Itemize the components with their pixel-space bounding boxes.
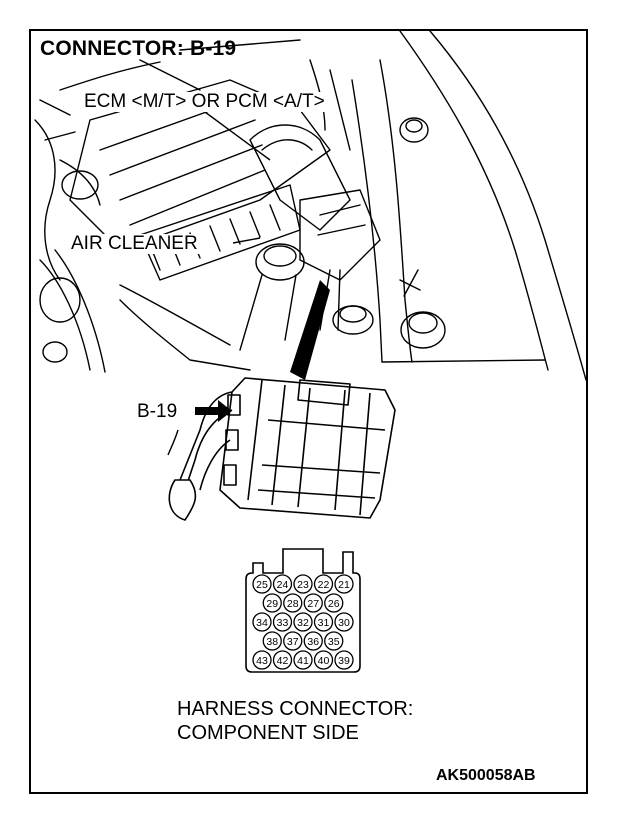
pin-label-40: 40 bbox=[318, 655, 330, 667]
pin-label-43: 43 bbox=[256, 655, 268, 667]
pin-40 bbox=[313, 650, 334, 670]
pin-label-21: 21 bbox=[338, 579, 350, 591]
pin-label-36: 36 bbox=[307, 636, 319, 648]
pin-34 bbox=[252, 612, 272, 632]
pin-label-42: 42 bbox=[277, 655, 289, 667]
pin-30 bbox=[334, 612, 354, 632]
pin-label-35: 35 bbox=[328, 636, 340, 648]
diagram-title: CONNECTOR: B-19 bbox=[40, 37, 237, 60]
pin-25 bbox=[252, 574, 272, 594]
pin-label-23: 23 bbox=[297, 579, 309, 591]
pin-23 bbox=[293, 574, 313, 594]
pin-37 bbox=[283, 631, 303, 651]
pin-29 bbox=[262, 593, 282, 613]
pin-24 bbox=[272, 574, 293, 594]
harness-line-1: HARNESS CONNECTOR: bbox=[177, 698, 414, 720]
connector-pins: 25 24 23 22 21 29 28 27 26 34 33 32 31 30 38 37 36 35 43 42… bbox=[252, 574, 354, 670]
pin-label-25: 25 bbox=[256, 579, 268, 591]
pin-label-29: 29 bbox=[266, 598, 278, 610]
pin-33 bbox=[272, 612, 293, 632]
pin-label-39: 39 bbox=[338, 655, 350, 667]
pin-label-33: 33 bbox=[277, 617, 289, 629]
pin-label-32: 32 bbox=[297, 617, 309, 629]
pin-26 bbox=[324, 593, 344, 613]
harness-caption: HARNESS CONNECTOR: COMPONENT SIDE bbox=[177, 697, 413, 745]
pin-38 bbox=[262, 631, 282, 651]
pin-label-27: 27 bbox=[307, 598, 319, 610]
pin-label-22: 22 bbox=[318, 579, 330, 591]
pin-label-34: 34 bbox=[256, 617, 268, 629]
figure-code: AK500058AB bbox=[436, 767, 536, 784]
pin-label-24: 24 bbox=[277, 579, 289, 591]
harness-line-2: COMPONENT SIDE bbox=[177, 722, 359, 744]
pin-label-41: 41 bbox=[297, 655, 309, 667]
air-cleaner-label: AIR CLEANER bbox=[69, 233, 200, 254]
pin-32 bbox=[293, 612, 313, 632]
b19-label: B-19 bbox=[137, 401, 178, 422]
pin-39 bbox=[334, 650, 354, 670]
pin-28 bbox=[283, 593, 303, 613]
pin-21 bbox=[334, 574, 354, 594]
pin-36 bbox=[303, 631, 323, 651]
pin-41 bbox=[293, 650, 313, 670]
pin-label-28: 28 bbox=[287, 598, 299, 610]
ecm-label: ECM <M/T> OR PCM <A/T> bbox=[82, 91, 327, 112]
pin-35 bbox=[324, 631, 344, 651]
pin-label-37: 37 bbox=[287, 636, 299, 648]
pin-label-26: 26 bbox=[328, 598, 340, 610]
pin-label-38: 38 bbox=[266, 636, 278, 648]
pin-label-30: 30 bbox=[338, 617, 350, 629]
pin-27 bbox=[303, 593, 323, 613]
pin-43 bbox=[252, 650, 272, 670]
pin-label-31: 31 bbox=[318, 617, 330, 629]
pin-42 bbox=[272, 650, 293, 670]
pin-22 bbox=[313, 574, 334, 594]
pin-31 bbox=[313, 612, 334, 632]
